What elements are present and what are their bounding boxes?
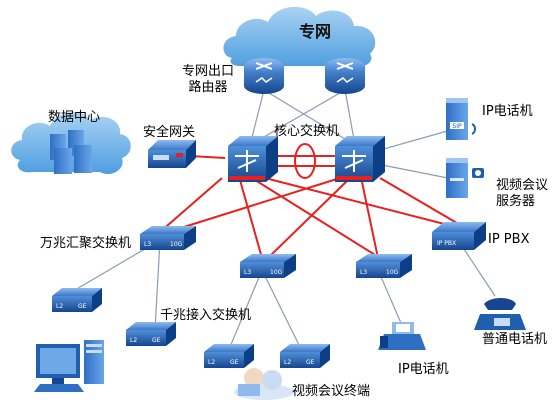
ip-pbx-tag: IP PBX xyxy=(437,240,456,247)
ip-pbx-device: IP PBX xyxy=(432,222,486,250)
access-switch-video-1: L2 GE xyxy=(204,344,254,368)
egress-router-label-line2: 路由器 xyxy=(188,80,228,95)
red-links xyxy=(159,155,463,259)
sip-tag: SIP xyxy=(452,123,462,130)
access-switch-label: 千兆接入交换机 xyxy=(160,308,252,323)
video-conference-server xyxy=(446,158,484,198)
ge-tag: GE xyxy=(230,359,239,366)
core-switch-1 xyxy=(228,136,278,182)
access-switch-pc: L2 GE xyxy=(126,322,176,346)
aggregation-switch-label: 万兆汇聚交换机 xyxy=(40,236,132,251)
10g-tag: 10G xyxy=(170,241,183,248)
access-switch-left: L2 GE xyxy=(52,288,102,312)
data-center-label: 数据中心 xyxy=(48,110,101,125)
10g-tag: 10G xyxy=(270,269,283,276)
egress-router-label-line1: 专网出口 xyxy=(181,64,234,79)
ge-tag: GE xyxy=(152,337,161,344)
pc-workstation-icon xyxy=(34,340,104,392)
access-switch-video-2: L2 GE xyxy=(280,344,330,368)
ge-tag: GE xyxy=(306,359,315,366)
l2-tag: L2 xyxy=(56,303,63,310)
video-terminal-label: 视频会议终端 xyxy=(292,384,371,399)
core-switch-label: 核心交换机 xyxy=(274,124,340,139)
ge-tag: GE xyxy=(78,303,87,310)
ip-phone-top-label: IP电话机 xyxy=(482,104,533,119)
video-conference-terminal-icon xyxy=(234,368,294,400)
l3-tag: L3 xyxy=(360,269,367,276)
grey-links xyxy=(74,89,496,348)
data-center-servers xyxy=(50,130,92,174)
l2-tag: L2 xyxy=(208,359,215,366)
l3-tag: L3 xyxy=(244,269,251,276)
l2-tag: L2 xyxy=(130,337,137,344)
core-switch-2 xyxy=(335,136,385,182)
aggregation-switch-middle: L3 10G xyxy=(240,254,296,278)
ip-phone-bottom-icon xyxy=(378,322,426,350)
ordinary-phone-icon xyxy=(474,298,526,330)
link-aggregation-ring xyxy=(294,143,316,179)
video-server-label-line2: 服务器 xyxy=(496,194,536,209)
private-network-label: 专网 xyxy=(298,22,331,41)
egress-router-1 xyxy=(244,58,284,94)
l3-tag: L3 xyxy=(144,241,151,248)
security-gateway-label: 安全网关 xyxy=(143,125,196,140)
security-gateway xyxy=(148,140,196,168)
egress-router-2 xyxy=(325,58,365,94)
l2-tag: L2 xyxy=(284,359,291,366)
video-server-label-line1: 视频会议 xyxy=(496,178,549,193)
ordinary-phone-label: 普通电话机 xyxy=(482,332,548,347)
ip-pbx-label: IP PBX xyxy=(488,232,530,247)
ip-phone-bottom-label: IP电话机 xyxy=(398,362,449,377)
aggregation-switch-right: L3 10G xyxy=(356,254,412,278)
aggregation-switch-left: L3 10G xyxy=(140,226,196,250)
private-network-cloud xyxy=(223,6,376,68)
10g-tag: 10G xyxy=(386,269,399,276)
ip-phone-sip-server: SIP xyxy=(446,98,476,140)
